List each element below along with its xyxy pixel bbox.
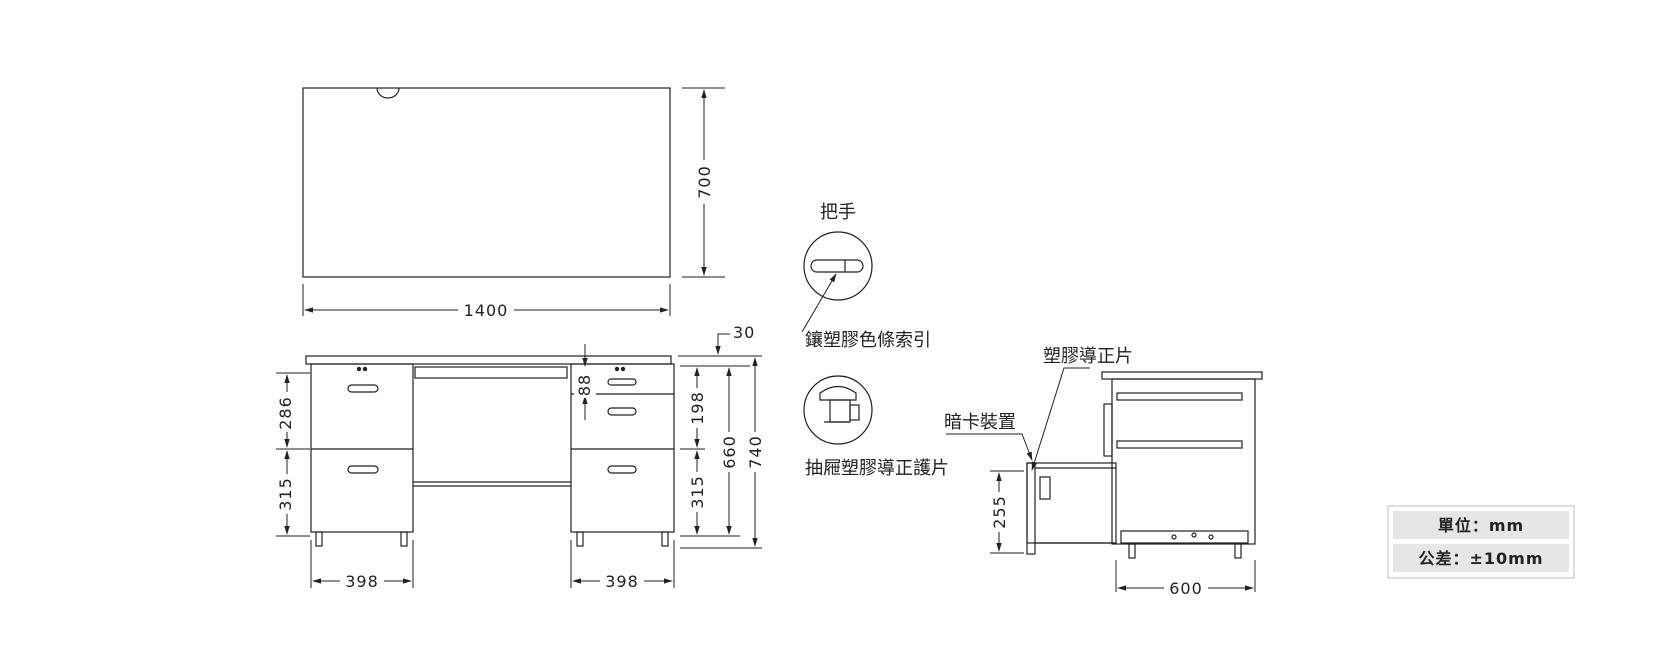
desktop-front [305,355,672,365]
side-depth-label: 600 [1169,579,1203,598]
cable-grommet [376,87,400,99]
handle-detail [801,231,873,333]
pencil-drawer-label: 88 [575,374,594,396]
lock-label: 暗卡裝置 [944,412,1016,433]
desktop-outline [302,87,671,278]
left-lower-drawer-handle [347,465,379,474]
front-view [305,355,675,547]
left-width-label: 398 [345,572,379,591]
handle-title: 把手 [820,202,856,223]
side-view [946,367,1263,559]
right-pedestal [570,363,675,533]
top-depth-label: 700 [695,165,714,199]
guide-label: 塑膠導正片 [1043,346,1133,367]
top-thickness-label: 30 [733,323,755,342]
right-pencil-drawer-handle [607,378,637,386]
keyboard-tray [414,366,568,379]
pulled-drawer [1026,462,1117,544]
guide-detail [803,375,873,445]
right-lower-drawer-label: 315 [688,475,707,509]
handle-leader-arrow [801,273,837,333]
left-pedestal [310,363,414,533]
knee-height-label: 660 [720,435,739,469]
unit-line: 單位：mm [1438,516,1524,535]
slide-rail [1120,530,1249,544]
total-height-label: 740 [746,435,765,469]
top-view [302,87,725,316]
left-upper-drawer-handle [347,384,379,393]
right-middle-drawer-label: 198 [688,391,707,425]
side-drawer-height-label: 255 [990,495,1009,529]
right-middle-drawer-handle [607,407,637,416]
lock-leader [946,433,1033,461]
right-lower-drawer-handle [607,465,637,474]
tolerance-line: 公差：±10mm [1418,549,1543,568]
units-box: 單位：mm 公差：±10mm [1387,505,1575,579]
guide-caption: 抽屜塑膠導正護片 [805,458,949,479]
guide-leader [1031,367,1090,471]
left-upper-drawer-label: 286 [276,396,295,430]
left-lower-drawer-label: 315 [276,477,295,511]
top-width-label: 1400 [464,301,509,320]
handle-caption: 鑲塑膠色條索引 [805,330,931,351]
side-pedestal [1111,378,1256,545]
side-desktop [1101,371,1263,380]
right-width-label: 398 [605,572,639,591]
